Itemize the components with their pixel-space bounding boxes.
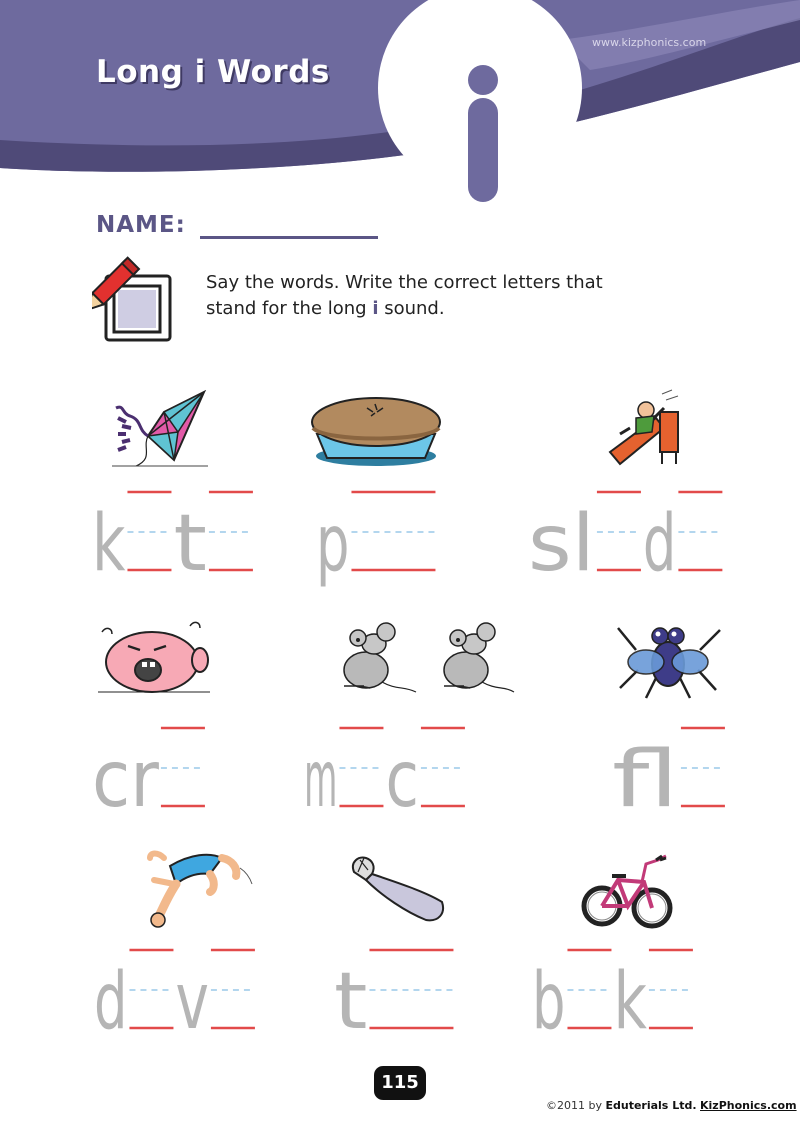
blank-cry-1[interactable] [160,726,205,808]
word-mice-middle: c [385,735,418,825]
copyright-site-link[interactable]: KizPhonics.com [700,1099,797,1112]
word-tie-prefix: t [334,957,367,1047]
word-pie-prefix: p [316,499,349,589]
instructions-line-2: stand for the long i sound. [206,298,445,319]
tie-picture [352,856,444,922]
mice-picture [343,622,515,693]
blank-slide-2[interactable] [678,490,723,572]
name-label: NAME: [96,212,186,238]
word-kite-prefix: k [92,499,125,589]
word-cry-prefix: cr [92,735,160,825]
blank-bike-2[interactable] [648,948,693,1030]
word-fly-prefix: fl [612,735,679,825]
diving-boy-picture [147,850,253,928]
instructions-line-1: Say the words. Write the correct letters… [206,272,603,293]
blank-tie-1[interactable] [369,948,454,1030]
crying-face-picture [98,621,210,693]
copyright-company: Eduterials Ltd. [605,1099,697,1112]
highlight-letter: i [372,298,379,319]
watermark: www.kizphonics.com [592,36,707,49]
word-mice-prefix: m [304,735,337,825]
word-dive-middle: v [175,957,208,1047]
bike-picture [581,854,673,929]
pie-picture [311,397,441,466]
page-title: Long i Words [96,54,330,90]
word-slide-prefix: sl [528,499,595,589]
blank-fly-1[interactable] [680,726,725,808]
big-letter-stem [468,98,498,202]
name-field[interactable] [200,236,378,239]
big-letter-dot [468,65,498,95]
page-number: 115 [374,1066,426,1100]
blank-kite-1[interactable] [127,490,172,572]
blank-pie-1[interactable] [351,490,436,572]
blank-mice-1[interactable] [339,726,384,808]
copyright: ©2011 by Eduterials Ltd. KizPhonics.com [546,1099,797,1112]
fly-picture [617,627,721,699]
blank-kite-2[interactable] [208,490,253,572]
word-dive-prefix: d [94,957,127,1047]
word-bike-middle: k [613,957,646,1047]
word-slide-middle: d [643,499,676,589]
blank-dive-1[interactable] [129,948,174,1030]
pencil-checkbox-icon [92,256,172,342]
instructions: Say the words. Write the correct letters… [206,270,646,322]
kite-picture [112,389,208,467]
blank-bike-1[interactable] [567,948,612,1030]
blank-dive-2[interactable] [210,948,255,1030]
blank-mice-2[interactable] [420,726,465,808]
word-bike-prefix: b [532,957,565,1047]
word-kite-middle: t [173,499,206,589]
blank-slide-1[interactable] [596,490,641,572]
header-banner [0,0,800,202]
slide-picture [608,389,679,466]
